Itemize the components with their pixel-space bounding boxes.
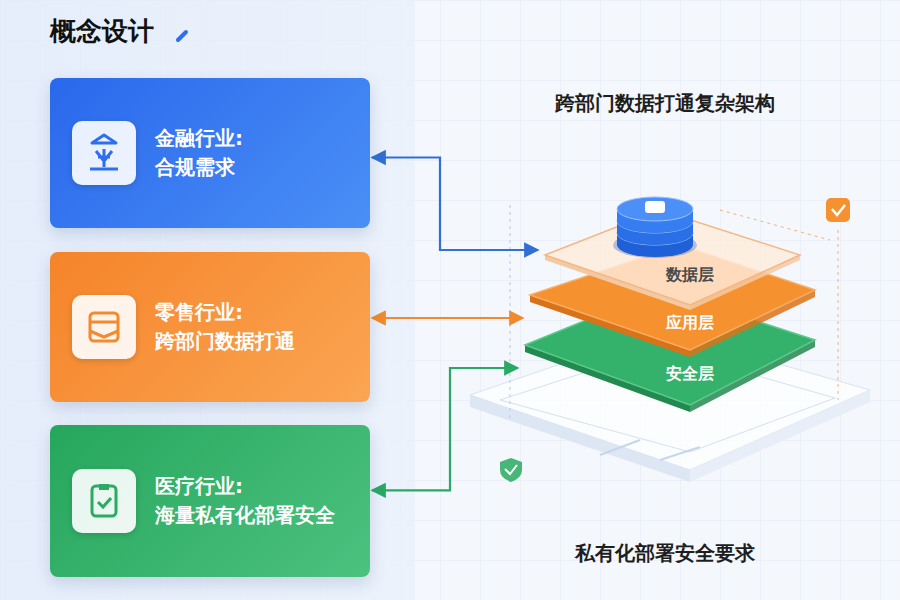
card-body: 跨部门数据打通 bbox=[155, 327, 356, 356]
industry-icon bbox=[72, 121, 136, 185]
industry-icon bbox=[72, 469, 136, 533]
industry-card: 零售行业:跨部门数据打通 bbox=[50, 252, 370, 402]
industry-icon bbox=[72, 295, 136, 359]
icon-box bbox=[72, 121, 136, 185]
connector-arrow bbox=[372, 368, 518, 490]
card-body: 海量私有化部署安全 bbox=[155, 501, 356, 530]
layer-label: 安全层 bbox=[666, 364, 714, 385]
icon-box bbox=[72, 469, 136, 533]
layer-label: 数据层 bbox=[666, 265, 714, 286]
industry-card: 金融行业:合规需求 bbox=[50, 78, 370, 228]
connector-arrow bbox=[372, 158, 538, 251]
diagram-title: 概念设计 bbox=[50, 14, 154, 49]
heading-label: 私有化部署安全要求 bbox=[575, 540, 755, 567]
layer-shape bbox=[540, 205, 805, 310]
layer-label: 应用层 bbox=[666, 313, 714, 334]
card-heading: 零售行业: bbox=[155, 298, 356, 327]
card-heading: 医疗行业: bbox=[155, 472, 356, 501]
heading-label: 跨部门数据打通复杂架构 bbox=[555, 90, 775, 117]
industry-card: 医疗行业:海量私有化部署安全 bbox=[50, 425, 370, 577]
layer-plate: 数据层 bbox=[540, 205, 805, 310]
icon-box bbox=[72, 295, 136, 359]
connector-arrow bbox=[372, 317, 523, 319]
card-heading: 金融行业: bbox=[155, 124, 356, 153]
card-body: 合规需求 bbox=[155, 153, 356, 182]
database-cylinder bbox=[613, 197, 697, 258]
